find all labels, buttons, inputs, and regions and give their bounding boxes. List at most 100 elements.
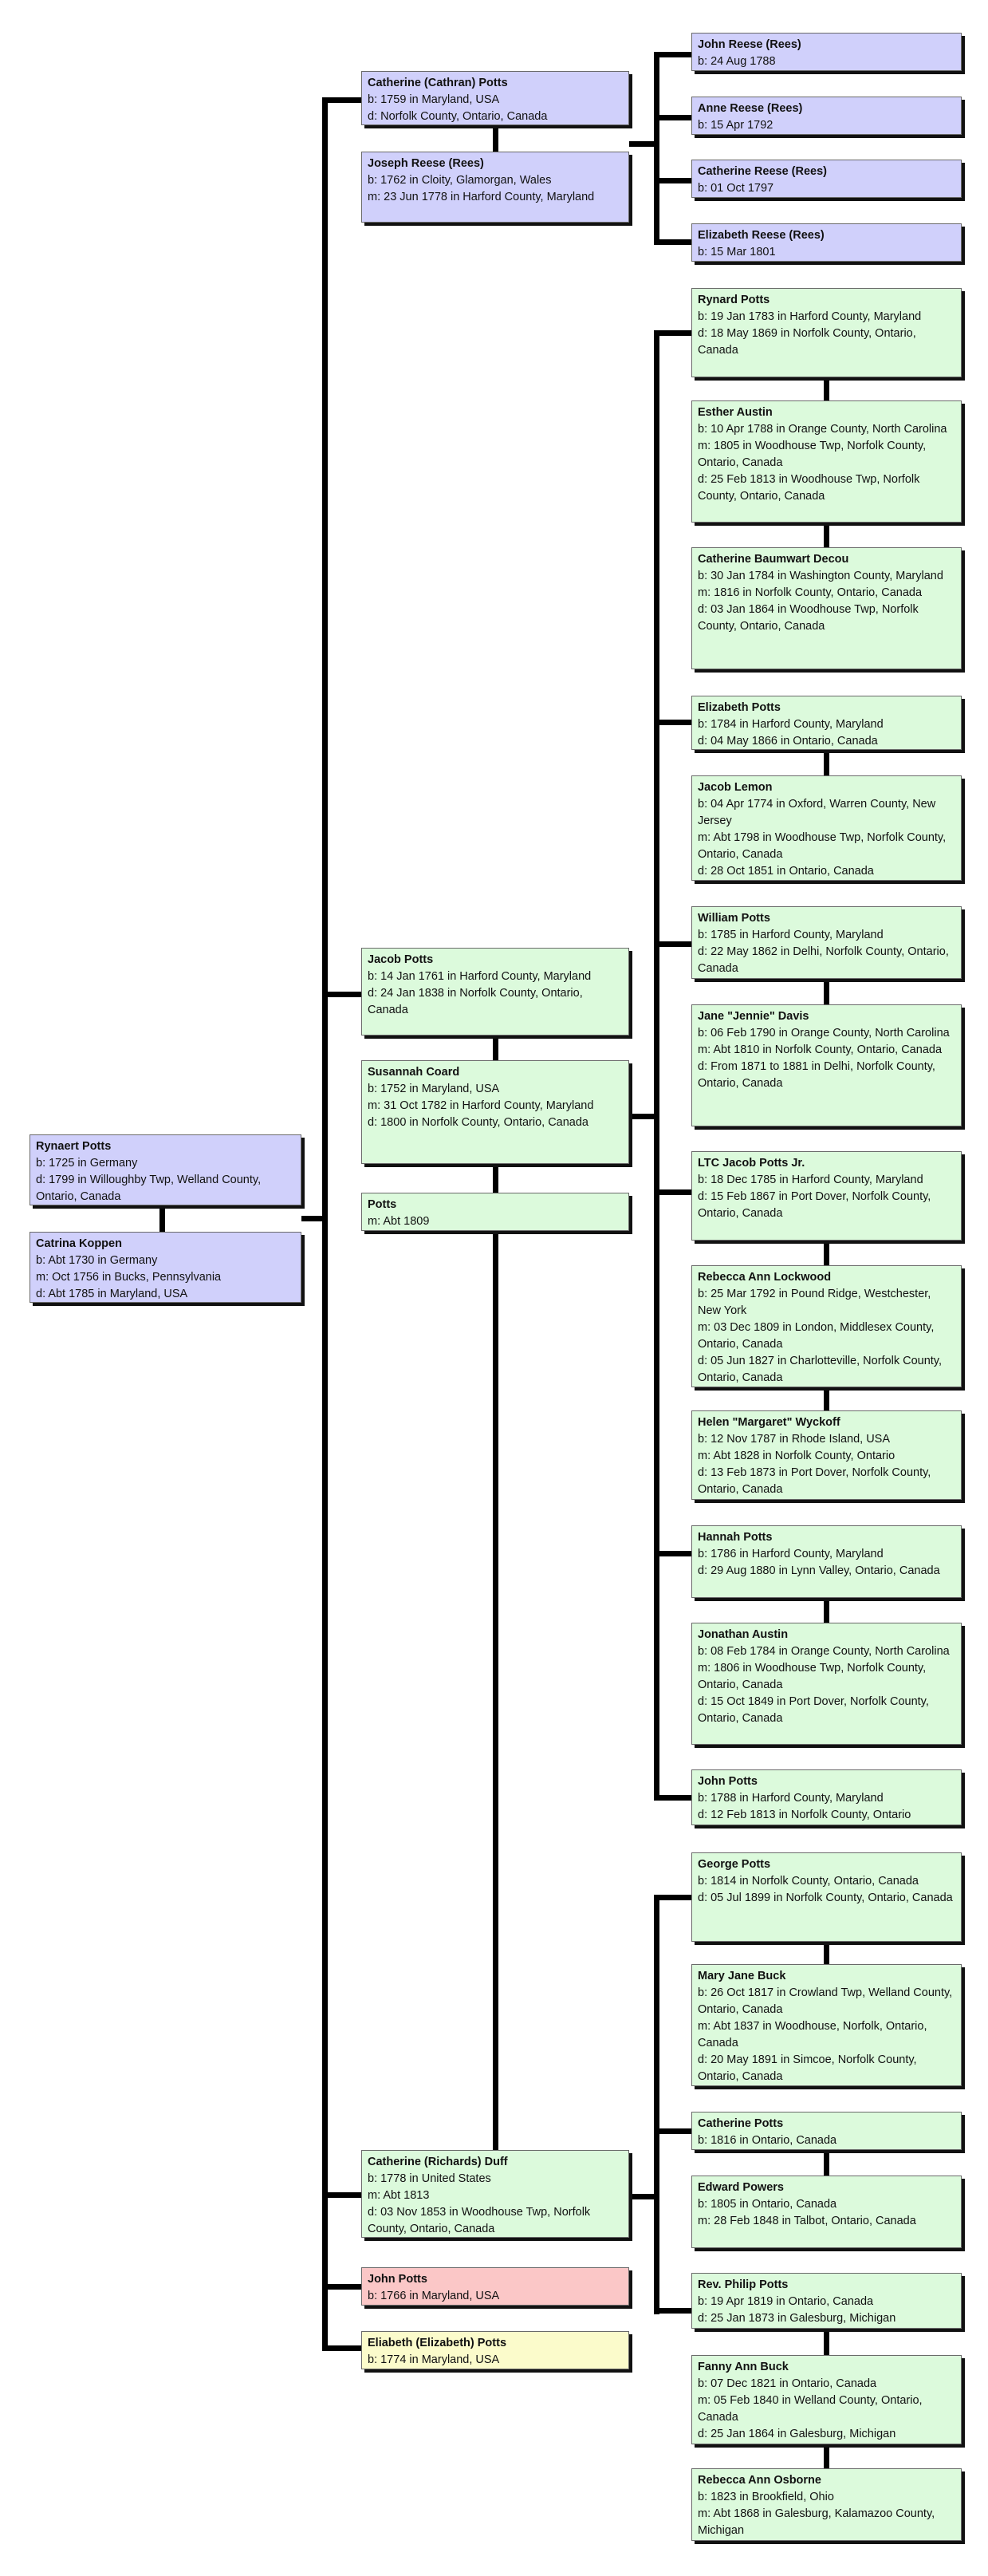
person-detail: b: 15 Apr 1792 [698,119,773,132]
person-detail: b: 1814 in Norfolk County, Ontario, Cana… [698,1875,919,1888]
person-box-esther-austin[interactable]: Esther Austin b: 10 Apr 1788 in Orange Co… [691,400,962,523]
person-detail: d: 05 Jul 1899 in Norfolk County, Ontari… [698,1892,953,1904]
connector-line [654,1895,691,1900]
person-box-catherine-reese[interactable]: Catherine Reese (Rees)b: 01 Oct 1797 [691,160,962,198]
connector-line [654,1895,659,2314]
connector-line [654,178,691,183]
person-box-rebecca-osborne[interactable]: Rebecca Ann Osborne b: 1823 in Brookfield… [691,2468,962,2541]
person-detail: b: 1725 in Germany [36,1157,138,1170]
person-box-rynard-potts[interactable]: Rynard Potts b: 19 Jan 1783 in Harford Co… [691,288,962,377]
person-detail: m: Abt 1798 in Woodhouse Twp, Norfolk Co… [698,831,947,861]
person-name: John Potts [698,1775,758,1788]
connector-line [654,941,691,947]
person-detail: m: 03 Dec 1809 in London, Middlesex Coun… [698,1321,935,1351]
person-detail: b: 10 Apr 1788 in Orange County, North C… [698,423,947,436]
person-name: Rynard Potts [698,294,770,306]
person-detail: b: 1823 in Brookfield, Ohio [698,2491,834,2503]
person-box-elizabeth-reese[interactable]: Elizabeth Reese (Rees)b: 15 Mar 1801 [691,223,962,262]
person-detail: b: 1774 in Maryland, USA [368,2353,500,2366]
person-detail: d: 20 May 1891 in Simcoe, Norfolk County… [698,2053,917,2083]
connector-line [629,141,659,147]
person-detail: m: 1806 in Woodhouse Twp, Norfolk County… [698,1662,927,1691]
person-box-joseph-reese[interactable]: Joseph Reese (Rees)b: 1762 in Cloity, Gl… [361,152,629,223]
person-detail: d: 03 Jan 1864 in Woodhouse Twp, Norfolk… [698,603,919,633]
connector-line [824,523,829,547]
person-name: Esther Austin [698,406,773,419]
person-detail: m: Abt 1828 in Norfolk County, Ontario [698,1450,895,1462]
person-name: Jacob Potts [368,953,434,966]
person-detail: b: 08 Feb 1784 in Orange County, North C… [698,1645,950,1658]
connector-line [493,1164,498,1193]
connector-line [301,1216,328,1221]
person-detail: d: 18 May 1869 in Norfolk County, Ontari… [698,327,916,357]
connector-line [654,720,691,725]
person-detail: d: From 1871 to 1881 in Delhi, Norfolk C… [698,1060,935,1090]
person-name: Edward Powers [698,2181,784,2194]
person-detail: b: 14 Jan 1761 in Harford County, Maryla… [368,970,592,983]
connector-line [493,125,498,152]
person-detail: d: 22 May 1862 in Delhi, Norfolk County,… [698,945,949,975]
person-box-catherine-cathran[interactable]: Catherine (Cathran) Potts b: 1759 in Mary… [361,71,629,125]
person-detail: b: 1784 in Harford County, Maryland [698,718,884,731]
person-detail: b: 19 Apr 1819 in Ontario, Canada [698,2295,874,2308]
person-detail: d: 03 Nov 1853 in Woodhouse Twp, Norfolk… [368,2206,591,2235]
person-box-jacob-potts[interactable]: Jacob Potts b: 14 Jan 1761 in Harford Cou… [361,948,629,1036]
person-name: Hannah Potts [698,1531,773,1544]
person-box-george-potts[interactable]: George Potts b: 1814 in Norfolk County, O… [691,1852,962,1942]
person-detail: b: 1785 in Harford County, Maryland [698,929,884,941]
person-detail: d: 24 Jan 1838 in Norfolk County, Ontari… [368,987,583,1016]
connector-line [159,1204,165,1234]
connector-line [824,2444,829,2468]
person-box-ltc-jacob[interactable]: LTC Jacob Potts Jr.b: 18 Dec 1785 in Har… [691,1151,962,1241]
person-detail: d: 1800 in Norfolk County, Ontario, Cana… [368,1116,589,1129]
person-detail: m: 05 Feb 1840 in Welland County, Ontari… [698,2394,923,2424]
connector-line [322,992,361,997]
person-detail: d: 1799 in Willoughby Twp, Welland Count… [36,1174,262,1203]
connector-line [629,1114,659,1119]
person-detail: m: Abt 1810 in Norfolk County, Ontario, … [698,1043,943,1056]
person-detail: d: 25 Feb 1813 in Woodhouse Twp, Norfolk… [698,473,920,503]
person-detail: d: 15 Oct 1849 in Port Dover, Norfolk Co… [698,1695,929,1725]
person-name: George Potts [698,1858,771,1871]
connector-line [322,2345,361,2351]
person-detail: b: 07 Dec 1821 in Ontario, Canada [698,2377,877,2390]
person-detail: b: 06 Feb 1790 in Orange County, North C… [698,1027,950,1039]
person-detail: d: 04 May 1866 in Ontario, Canada [698,735,878,748]
person-name: Helen "Margaret" Wyckoff [698,1416,840,1429]
person-detail: b: 1759 in Maryland, USA [368,93,500,106]
person-name: Rebecca Ann Lockwood [698,1271,832,1284]
person-name: Jacob Lemon [698,781,773,794]
person-box-anne-reese[interactable]: Anne Reese (Rees)b: 15 Apr 1792 [691,97,962,135]
person-detail: b: 19 Jan 1783 in Harford County, Maryla… [698,310,922,323]
person-name: Mary Jane Buck [698,1970,786,1982]
person-detail: d: 29 Aug 1880 in Lynn Valley, Ontario, … [698,1564,940,1577]
connector-line [322,97,361,103]
person-name: Catherine (Cathran) Potts [368,77,508,89]
connector-line [654,1551,691,1556]
person-box-john-reese[interactable]: John Reese (Rees)b: 24 Aug 1788 [691,33,962,71]
person-name: Rebecca Ann Osborne [698,2474,821,2487]
connector-line [654,52,691,57]
